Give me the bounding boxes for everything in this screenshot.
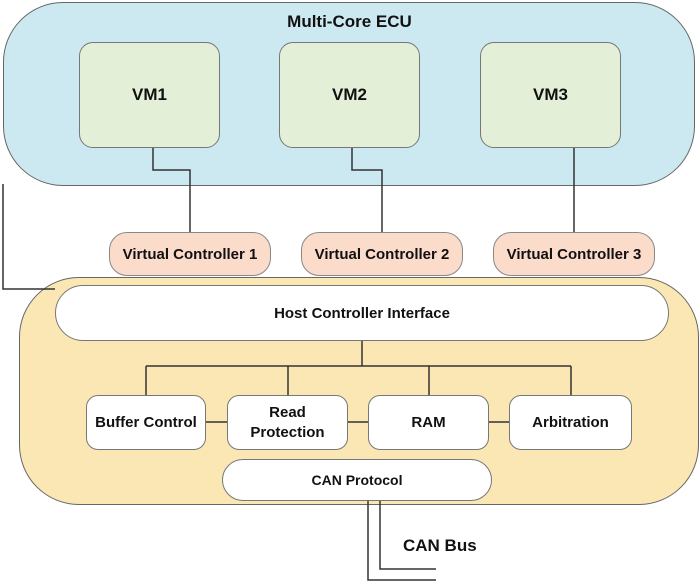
read-protection-line1: Read	[269, 404, 306, 421]
virtual-controller-1: Virtual Controller 1	[109, 232, 271, 276]
ram-block: RAM	[368, 395, 489, 450]
read-protection-line2: Protection	[250, 423, 325, 441]
can-bus-wire-outer	[367, 501, 436, 581]
host-controller-interface: Host Controller Interface	[55, 285, 669, 341]
vm1-box: VM1	[79, 42, 220, 148]
virtual-controller-3: Virtual Controller 3	[493, 232, 655, 276]
ecu-title: Multi-Core ECU	[287, 12, 412, 31]
vm1-to-vc1-line	[152, 148, 191, 232]
vm2-box: VM2	[279, 42, 420, 148]
can-bus-label: CAN Bus	[403, 536, 477, 555]
arbitration-block: Arbitration	[509, 395, 632, 450]
can-protocol-block: CAN Protocol	[222, 459, 492, 501]
ecu-to-hci-line	[2, 184, 55, 290]
can-bus-wire-inner	[379, 501, 436, 570]
virtual-controller-2: Virtual Controller 2	[301, 232, 463, 276]
read-protection-block: Read Protection	[227, 395, 348, 450]
vm2-to-vc2-line	[351, 148, 383, 232]
vm3-box: VM3	[480, 42, 621, 148]
buffer-control-block: Buffer Control	[86, 395, 206, 450]
